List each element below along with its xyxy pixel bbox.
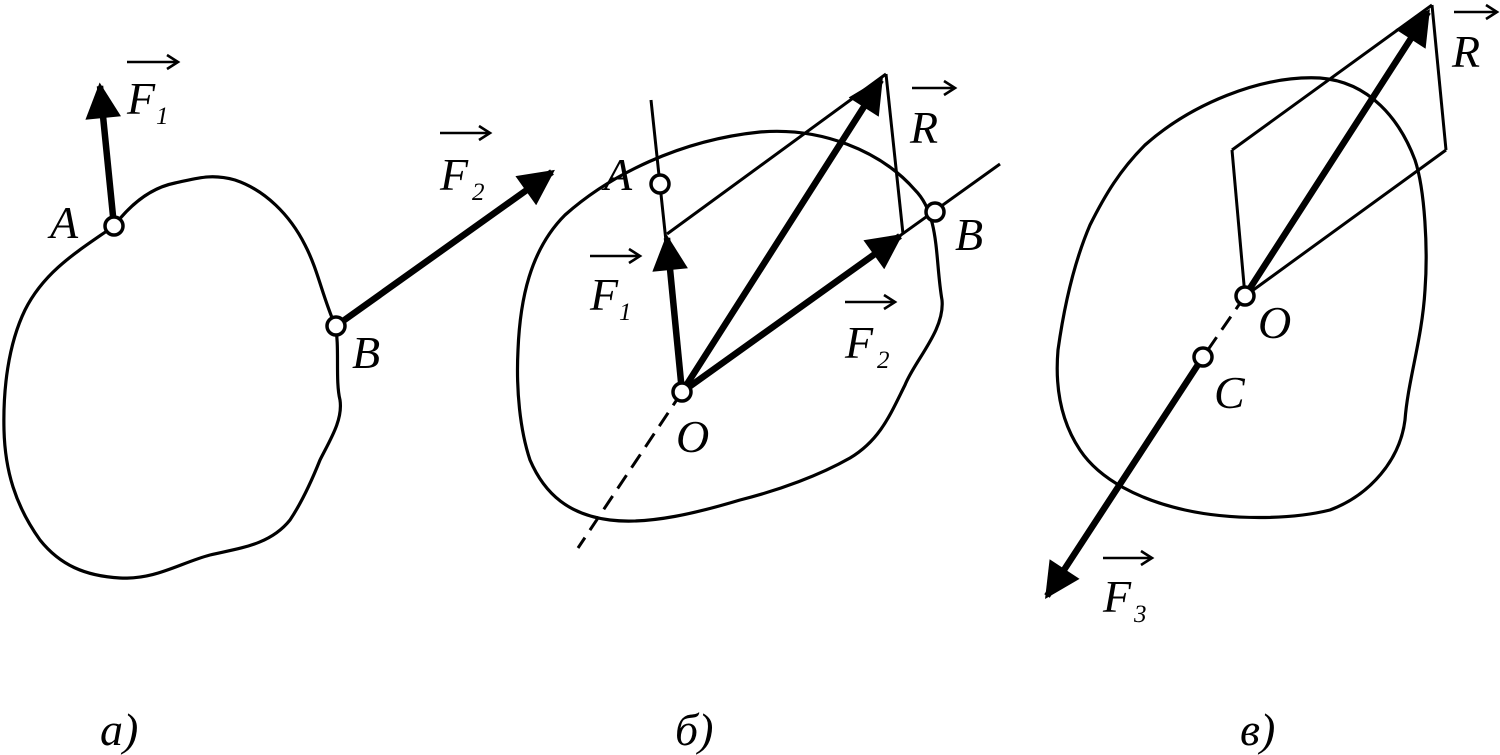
point-c-marker xyxy=(1192,346,1214,368)
point-o-marker-b xyxy=(671,381,693,403)
rigid-body-outline-c xyxy=(1055,76,1428,520)
dashed-segment-oc xyxy=(1201,295,1247,358)
panel-b: A B O F 1 F 2 R б) xyxy=(515,72,1001,755)
svg-text:2: 2 xyxy=(472,179,485,206)
label-f1-b: F 1 xyxy=(589,247,643,326)
svg-text:F: F xyxy=(1102,571,1132,622)
panel-c: O C R F 3 в) xyxy=(1044,3,1500,755)
point-a-marker-b xyxy=(649,173,671,195)
svg-text:F: F xyxy=(844,317,874,368)
parallelogram-side-c4 xyxy=(1244,148,1447,298)
svg-text:2: 2 xyxy=(877,347,890,374)
caption-c: в) xyxy=(1240,704,1275,755)
point-a-marker xyxy=(103,215,125,237)
force-vector-f2-a xyxy=(334,169,555,329)
point-o-marker-c xyxy=(1234,285,1256,307)
parallelogram-side-c1 xyxy=(1230,149,1247,297)
force-vector-f2-b xyxy=(680,233,903,395)
rigid-body-outline-b xyxy=(515,129,944,523)
dashed-extension-b xyxy=(576,391,684,549)
force-vector-f1-b xyxy=(652,234,688,393)
svg-text:1: 1 xyxy=(619,299,632,326)
svg-text:3: 3 xyxy=(1133,601,1147,628)
point-b-marker xyxy=(325,315,347,337)
point-b-label: B xyxy=(352,327,380,378)
label-f2-b: F 2 xyxy=(844,293,898,374)
point-o-label-c: O xyxy=(1258,297,1291,348)
parallelogram-side-2 xyxy=(884,73,905,235)
point-a-label-b: A xyxy=(601,149,633,200)
label-f3: F 3 xyxy=(1102,549,1155,628)
svg-text:F: F xyxy=(126,73,156,124)
label-r-b: R xyxy=(909,79,958,153)
parallelogram-side-1 xyxy=(666,72,887,236)
point-a-label: A xyxy=(47,197,79,248)
point-b-marker-b xyxy=(924,201,946,223)
label-f2-a: F 2 xyxy=(439,124,493,206)
parallelogram-side-c2 xyxy=(1231,3,1433,152)
panel-a: A B F 1 F 2 а) xyxy=(2,53,555,755)
svg-text:R: R xyxy=(909,102,938,153)
caption-a: а) xyxy=(100,704,138,755)
point-c-label: C xyxy=(1214,367,1246,418)
caption-b: б) xyxy=(675,704,713,755)
label-f1-a: F 1 xyxy=(126,53,181,130)
resultant-vector-b xyxy=(679,76,884,394)
point-b-label-b: B xyxy=(955,209,983,260)
svg-text:1: 1 xyxy=(156,103,169,130)
parallelogram-side-c3 xyxy=(1430,4,1448,151)
svg-text:R: R xyxy=(1451,26,1480,77)
label-r-c: R xyxy=(1451,3,1500,77)
resultant-vector-c xyxy=(1242,8,1431,298)
point-o-label-b: O xyxy=(676,411,709,462)
svg-text:F: F xyxy=(589,269,619,320)
svg-text:F: F xyxy=(439,149,469,200)
force-vector-f1-a xyxy=(85,82,121,227)
force-vector-f3 xyxy=(1044,355,1206,599)
rigid-body-outline-a xyxy=(2,175,343,580)
